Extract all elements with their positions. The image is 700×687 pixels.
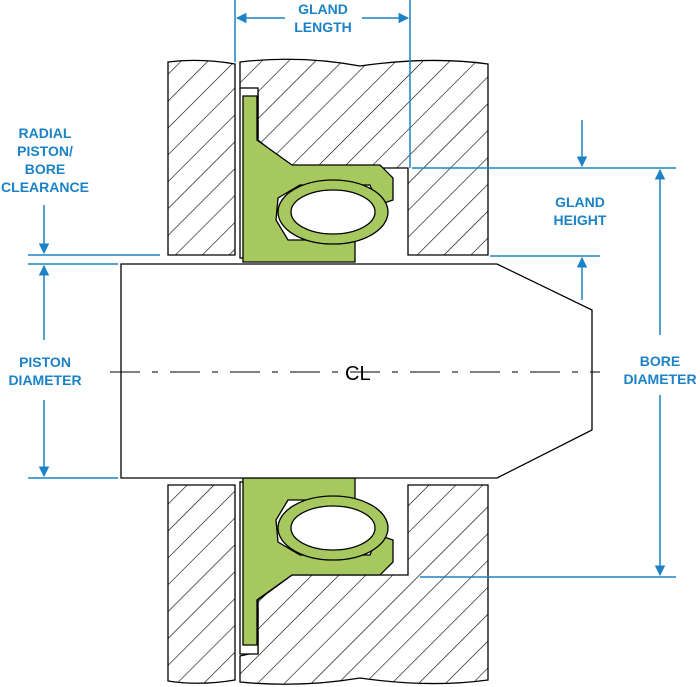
bottom-energizer-oring <box>277 495 389 561</box>
gland-height-line2: HEIGHT <box>554 212 607 228</box>
piston <box>120 263 593 479</box>
gland-length-label-line2: LENGTH <box>294 19 352 35</box>
centerline-symbol: CL <box>345 363 371 385</box>
piston-diameter-line2: DIAMETER <box>8 372 81 388</box>
bore-diameter-dimension: BORE DIAMETER <box>420 167 697 578</box>
piston-diameter-dimension: PISTON DIAMETER <box>8 264 118 479</box>
top-seal-lip <box>242 95 394 263</box>
radial-clearance-dimension: RADIAL PISTON/ BORE CLEARANCE <box>1 125 160 265</box>
top-bore-housing <box>167 59 236 256</box>
piston-diameter-line1: PISTON <box>19 354 71 370</box>
centerline: CL <box>110 363 600 385</box>
bore-diameter-line1: BORE <box>640 353 680 369</box>
gland-length-dimension: GLAND LENGTH <box>234 0 411 168</box>
radial-clearance-line4: CLEARANCE <box>1 179 89 195</box>
radial-clearance-line1: RADIAL <box>19 125 72 141</box>
gland-height-line1: GLAND <box>555 194 605 210</box>
top-gland-housing <box>239 58 489 256</box>
bottom-gland-housing <box>239 484 489 685</box>
bottom-bore-housing <box>167 484 236 684</box>
gland-height-dimension: GLAND HEIGHT <box>412 120 607 300</box>
top-energizer-oring <box>277 179 389 245</box>
bore-diameter-line2: DIAMETER <box>623 371 696 387</box>
radial-clearance-line2: PISTON/ <box>17 143 73 159</box>
gland-length-label-line1: GLAND <box>298 1 348 17</box>
radial-clearance-line3: BORE <box>25 161 65 177</box>
